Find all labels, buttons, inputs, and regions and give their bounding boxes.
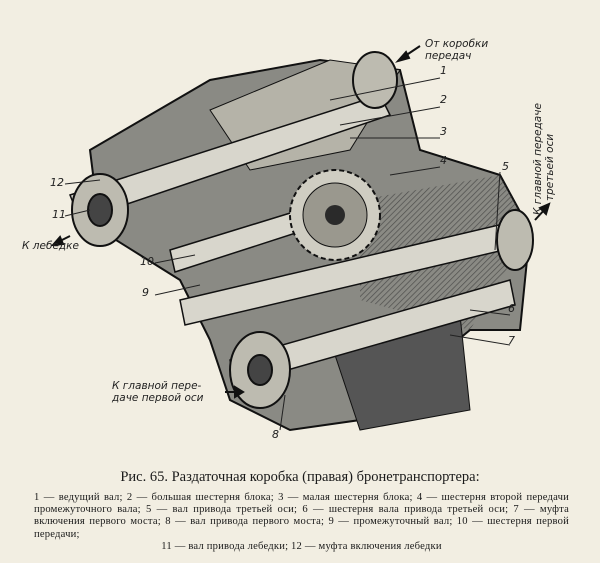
callout-7: 7: [508, 334, 515, 347]
figure-legend: 1 — ведущий вал; 2 — большая шестерня бл…: [34, 492, 569, 553]
annotation-from-gearbox: От коробки передач: [425, 38, 488, 62]
annotation-line: От коробки: [425, 38, 489, 50]
callout-5: 5: [502, 160, 509, 173]
annotation-line: третьей оси: [544, 133, 556, 201]
annotation-line: даче первой оси: [112, 392, 204, 404]
annotation-line: К главной пере-: [112, 380, 202, 392]
annotation-line: К главной передаче: [532, 103, 544, 215]
callout-6: 6: [508, 302, 515, 315]
annotation-to-first-axle: К главной пере- даче первой оси: [112, 380, 203, 404]
callout-10: 10: [140, 255, 154, 268]
callout-8: 8: [272, 428, 279, 441]
annotation-to-third-axle: К главной передаче третьей оси: [532, 103, 556, 215]
callout-3: 3: [440, 125, 447, 138]
annotation-line: передач: [425, 50, 472, 62]
gearbox-drawing: [50, 45, 551, 432]
callout-11: 11: [52, 208, 66, 221]
figure-caption-title: Рис. 65. Раздаточная коробка (правая) бр…: [120, 469, 480, 485]
callout-4: 4: [440, 154, 447, 167]
callout-9: 9: [142, 286, 149, 299]
legend-text: 1 — ведущий вал; 2 — большая шестерня бл…: [34, 492, 569, 540]
callout-2: 2: [440, 93, 447, 106]
gearbox-illustration: 1 2 3 4 5 6 7 8 9 10 11 12 От коробки пе…: [22, 38, 556, 441]
legend-text-last: 11 — вал привода лебедки; 12 — муфта вкл…: [161, 540, 442, 552]
callout-12: 12: [50, 176, 64, 189]
annotation-to-winch: К лебедке: [22, 240, 79, 252]
large-gear: [289, 169, 381, 261]
callout-1: 1: [440, 64, 447, 77]
